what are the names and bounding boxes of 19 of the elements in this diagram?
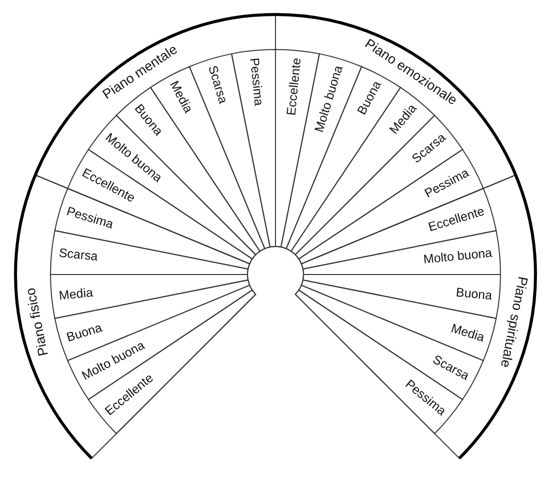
rating-label: Buona [456, 286, 494, 302]
segment-wedge [230, 48, 277, 249]
rating-label: Scarsa [206, 64, 230, 105]
rating-label: Molto buona [312, 64, 345, 134]
sector-title: Piano spirituale [498, 275, 530, 368]
rating-label: Media [167, 79, 194, 116]
rating-label: Media [450, 322, 486, 344]
rating-label: Buona [65, 321, 104, 344]
segment-wedge [49, 273, 250, 320]
rating-label: Scarsa [58, 246, 98, 264]
sector-title: Piano fisico [24, 286, 50, 358]
rating-label: Pessima [248, 56, 266, 106]
rating-label: Eccellente [284, 56, 304, 116]
segment-wedge [301, 273, 502, 320]
rating-label: Media [58, 286, 94, 302]
segment-wedge [301, 229, 502, 276]
segment-wedge [49, 229, 250, 276]
segment-wedge [53, 278, 251, 362]
rating-label: Molto buona [423, 246, 494, 266]
